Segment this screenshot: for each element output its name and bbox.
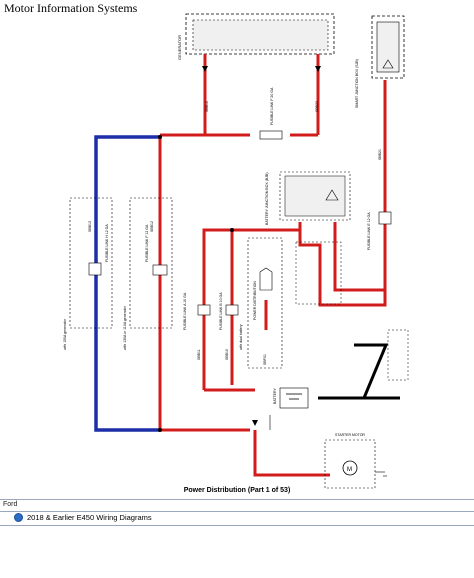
battery-junction-box: BATTERY JUNCTION BOX (BJB) (265, 171, 351, 225)
fusible-link-label-a: FUSIBLE LINK H 12 GA (105, 224, 109, 262)
fusible-link-label-d: FUSIBLE LINK B 10 GA (219, 292, 223, 330)
generator-wires (202, 54, 321, 140)
diagram-caption: Power Distribution (Part 1 of 53) (183, 487, 291, 494)
fusible-link-label-e: FUSIBLE LINK E 12 GA (367, 212, 371, 250)
warning-triangle-icon-2 (325, 189, 339, 201)
warning-triangle-icon (382, 59, 394, 69)
power-dist-label: POWER DISTRIBUTION (253, 281, 257, 320)
brand-label: Ford (3, 501, 18, 508)
wiring-diagram: GENERATOR SMART JUNCTION BOX (SJB) with … (63, 13, 409, 489)
circuit-label-4: SBB10 (225, 349, 229, 360)
battery-component: BATTERY (273, 329, 409, 409)
fusible-link-label-c: FUSIBLE LINK A 10 GA (183, 292, 187, 330)
splice-labels: SBB22 SBP01 SBB16 FUSIBLE LINK F 20 GA (205, 87, 319, 365)
svg-text:M: M (347, 467, 352, 473)
page-title: Motor Information Systems (4, 1, 138, 15)
fusible-link-group-left: with 150A generator with 130A or 110A ge… (63, 197, 173, 350)
diagram-link[interactable]: 2018 & Earlier E450 Wiring Diagrams (14, 513, 152, 522)
starter-wire (252, 415, 330, 477)
ground-wire-blue (94, 135, 160, 432)
bjb-label: BATTERY JUNCTION BOX (BJB) (265, 172, 269, 225)
sjb-label: SMART JUNCTION BOX (SJB) (355, 59, 359, 108)
circuit-label-2: SBB12 (150, 221, 154, 232)
battery-label: BATTERY (273, 388, 277, 404)
footer-divider-mid (0, 511, 474, 512)
footer-divider-bottom (0, 525, 474, 526)
generator-component: GENERATOR (177, 13, 335, 60)
main-red-feed (152, 133, 250, 432)
with-130a-label: with 130A or 110A generator (123, 305, 127, 350)
circuit-label-7: SBP01 (263, 354, 267, 365)
globe-icon (14, 513, 23, 522)
circuit-label-8: SBB16 (205, 101, 209, 112)
starter-label: STARTER MOTOR (335, 433, 365, 437)
power-distribution-block: POWER DISTRIBUTION (247, 237, 283, 369)
circuit-label-1: SBB13 (88, 221, 92, 232)
right-red-wires: FUSIBLE LINK E 12 GA SBB21 (295, 80, 392, 307)
with-150a-label: with 150A generator (63, 318, 67, 350)
middle-red-wires: FUSIBLE LINK A 10 GA FUSIBLE LINK B 10 G… (183, 228, 300, 392)
connector-icon (259, 267, 273, 291)
smart-junction-box: SMART JUNCTION BOX (SJB) (355, 15, 405, 108)
diagram-link-label: 2018 & Earlier E450 Wiring Diagrams (27, 513, 152, 522)
circuit-label-5: SBB21 (378, 149, 382, 160)
fusible-link-label-f: FUSIBLE LINK F 20 GA (270, 87, 274, 125)
with-dual-label: with dual battery (239, 324, 243, 350)
starter-motor: M STARTER MOTOR (324, 433, 387, 489)
fusible-link-label-b: FUSIBLE LINK F 12 GA (145, 224, 149, 262)
circuit-label-6: SBB22 (315, 101, 319, 112)
circuit-label-3: SBB11 (197, 349, 201, 360)
footer-divider-top (0, 499, 474, 500)
generator-label: GENERATOR (177, 35, 182, 60)
